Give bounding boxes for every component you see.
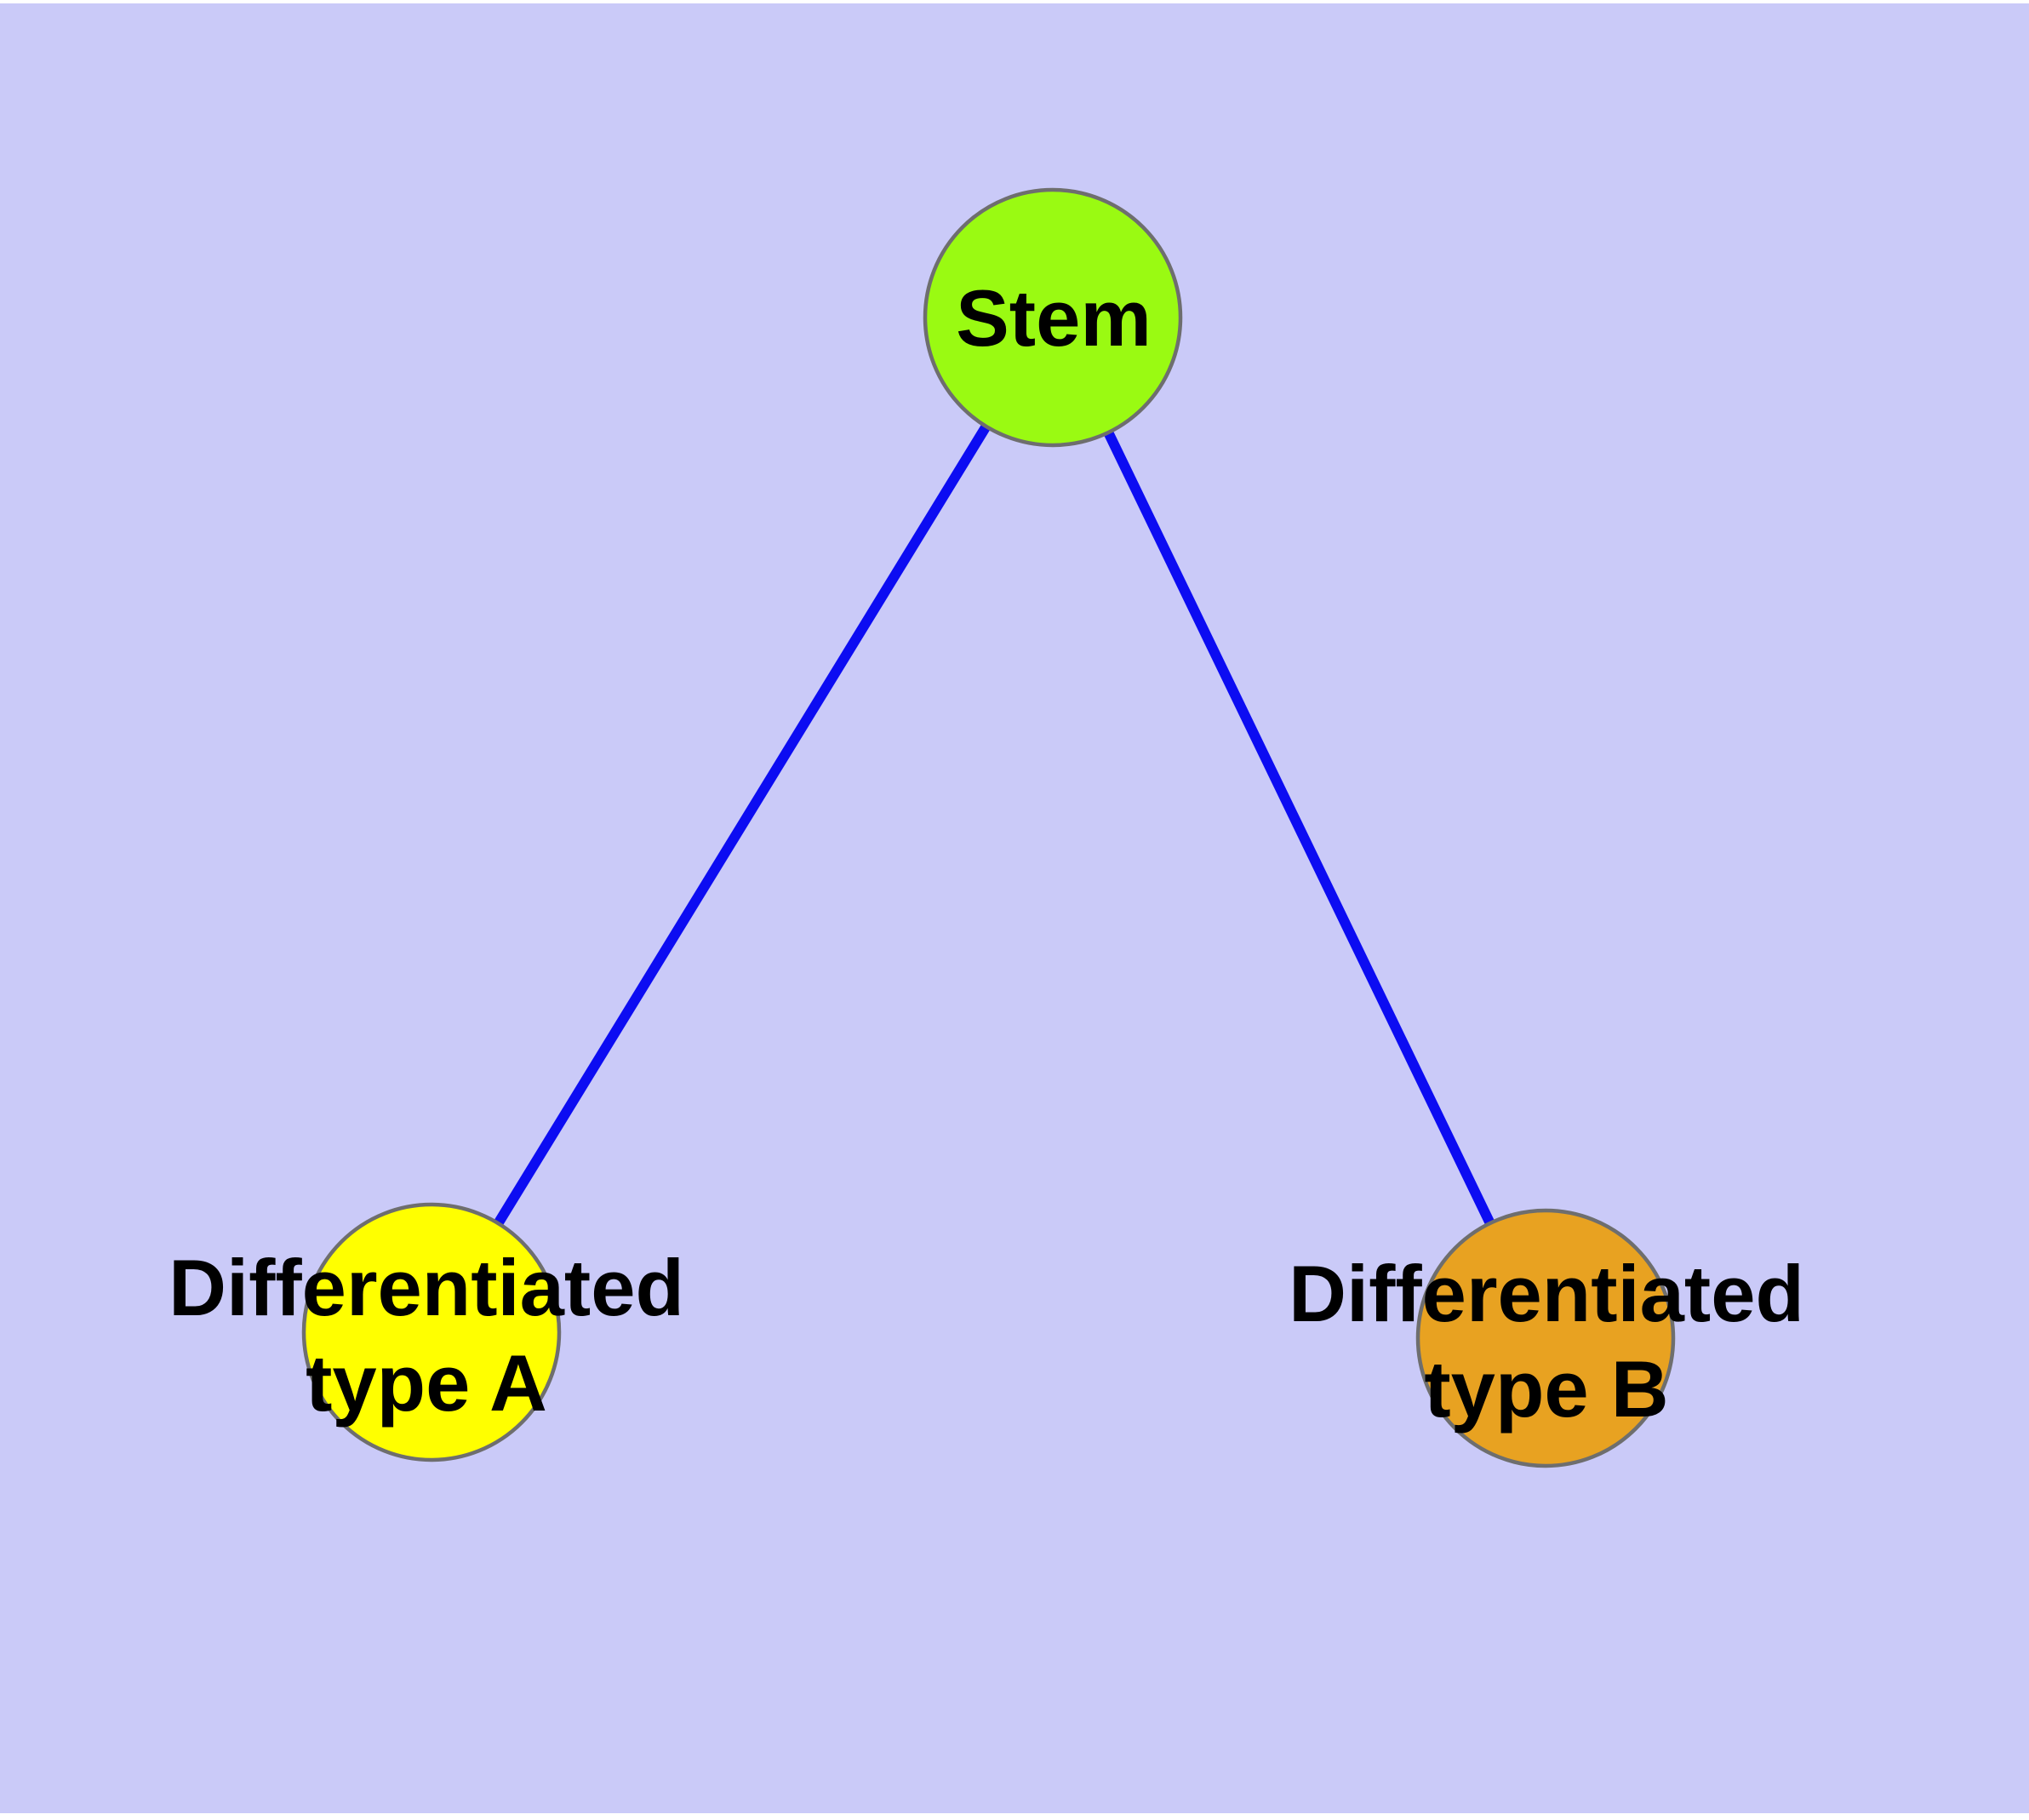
node-labels: Stem Differentiated type A Differentiate…	[169, 273, 1804, 1434]
node-type-a-label-line-1: Differentiated	[169, 1243, 684, 1332]
node-stem-label: Stem	[956, 273, 1152, 363]
edges	[426, 314, 1551, 1341]
node-type-a-label-line-2: type A	[306, 1338, 547, 1428]
node-type-a-circle	[301, 1202, 562, 1462]
node-type-b-circle	[1415, 1208, 1676, 1468]
node-stem	[923, 187, 1183, 448]
node-differentiated-type-a	[301, 1202, 562, 1462]
node-type-b-label-line-1: Differentiated	[1289, 1249, 1804, 1338]
node-stem-circle	[923, 187, 1183, 448]
edge-stem-to-type-a	[426, 314, 1058, 1336]
edge-stem-to-type-b	[1048, 315, 1551, 1341]
node-type-b-label-line-2: type B	[1424, 1344, 1668, 1434]
node-differentiated-type-b	[1415, 1208, 1676, 1468]
